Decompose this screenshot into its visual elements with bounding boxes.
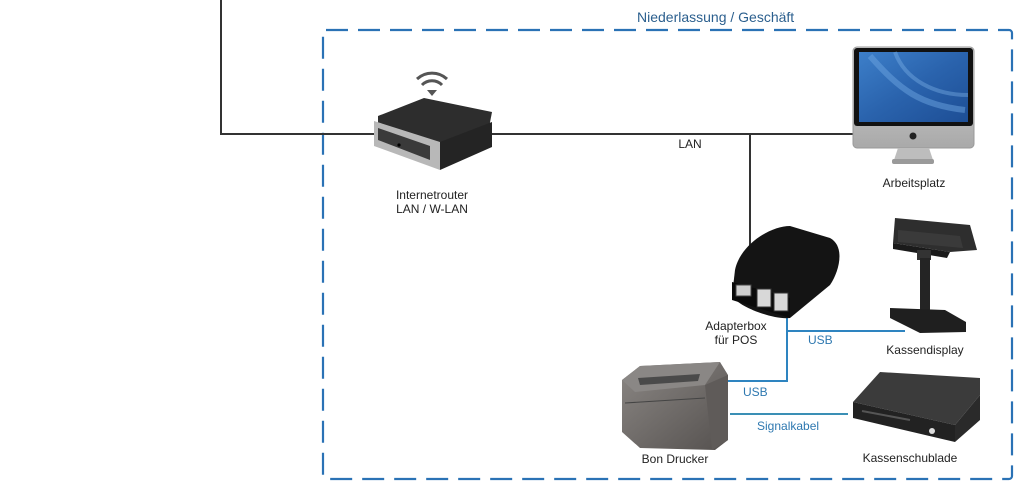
- lan-cables: [220, 0, 855, 255]
- cash-drawer-label: Kassenschublade: [862, 451, 958, 465]
- usb-cables: [726, 318, 905, 382]
- imac-icon: [852, 46, 975, 164]
- router-label-line1: Internetrouter: [395, 188, 469, 202]
- signal-cable-label: Signalkabel: [757, 419, 820, 433]
- receipt-printer-label: Bon Drucker: [641, 452, 709, 466]
- adapterbox-label-line2: für POS: [714, 333, 758, 347]
- router-label: Internetrouter LAN / W-LAN: [384, 188, 480, 216]
- customer-display-label: Kassendisplay: [886, 343, 964, 357]
- receipt-printer-icon: [622, 362, 728, 450]
- zone-border: [321, 28, 1014, 481]
- uplink-cable: [220, 0, 380, 135]
- usb-display-cable: [786, 318, 905, 332]
- cash-drawer-icon: [853, 372, 980, 442]
- adapterbox-label: Adapterbox für POS: [694, 319, 778, 347]
- zone-title: Niederlassung / Geschäft: [637, 9, 795, 25]
- adapterbox-icon: [732, 226, 840, 319]
- usb-printer-label: USB: [743, 385, 768, 399]
- usb-display-label: USB: [808, 333, 833, 347]
- router-icon: [374, 71, 492, 170]
- pole-display-icon: [890, 218, 977, 333]
- router-label-line2: LAN / W-LAN: [396, 202, 468, 216]
- usb-printer-cable: [726, 331, 788, 382]
- adapterbox-label-line1: Adapterbox: [705, 319, 767, 333]
- workstation-label: Arbeitsplatz: [882, 176, 946, 190]
- lan-label: LAN: [678, 137, 702, 151]
